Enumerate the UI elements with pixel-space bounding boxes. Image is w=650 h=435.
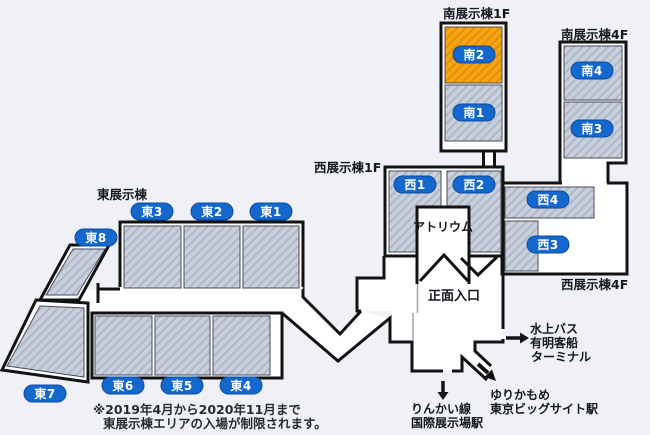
plaza-interior-partitions bbox=[412, 284, 419, 341]
svg-text:南3: 南3 bbox=[581, 121, 602, 136]
svg-text:東3: 東3 bbox=[141, 204, 162, 219]
svg-text:南2: 南2 bbox=[463, 47, 484, 62]
waterbus-label-line3: ターミナル bbox=[531, 350, 591, 364]
entrance-notch-chevron bbox=[459, 255, 499, 278]
section-title-south-4f: 南展示棟4F bbox=[561, 27, 628, 42]
section-title-west-1f: 西展示棟1F bbox=[314, 160, 381, 175]
svg-text:西1: 西1 bbox=[404, 178, 425, 192]
section-title-west-4f: 西展示棟4F bbox=[561, 277, 628, 292]
svg-text:東1: 東1 bbox=[260, 204, 281, 219]
corridor-east-to-plaza-left bbox=[282, 297, 340, 361]
yurikamome-label-line2: 東京ビッグサイト駅 bbox=[490, 401, 599, 416]
rinkai-label-line2: 国際展示場駅 bbox=[411, 415, 484, 430]
plaza-southeast-wall bbox=[452, 353, 489, 382]
east-galleria bbox=[98, 287, 303, 313]
main-entrance-label: 正面入口 bbox=[428, 289, 480, 304]
plaza-west-wall bbox=[355, 256, 386, 313]
svg-text:東2: 東2 bbox=[201, 204, 222, 219]
waterbus-label-line2: 有明客船 bbox=[530, 335, 578, 350]
entrance-plaza-south-lobe bbox=[412, 342, 462, 371]
hall-badge-east7[interactable]: 東7 bbox=[23, 384, 67, 403]
hall-east4-block[interactable] bbox=[212, 315, 271, 376]
hall-badge-east5[interactable]: 東5 bbox=[160, 376, 204, 395]
svg-text:南4: 南4 bbox=[581, 63, 602, 78]
entrance-canopy-triangle bbox=[418, 252, 470, 283]
entrance-plaza-southeast bbox=[462, 342, 475, 357]
yurikamome-arrow-icon bbox=[476, 362, 496, 381]
hall-badge-east2[interactable]: 東2 bbox=[190, 202, 234, 221]
hall-badge-west3[interactable]: 西3 bbox=[526, 235, 570, 254]
svg-text:東7: 東7 bbox=[34, 386, 55, 401]
entrance-plaza-west-lobe bbox=[357, 278, 384, 311]
entrance-plaza-lower bbox=[390, 311, 503, 342]
svg-text:東8: 東8 bbox=[85, 230, 106, 245]
plaza-east-wall bbox=[473, 256, 505, 368]
hall-badge-south2[interactable]: 南2 bbox=[452, 45, 496, 64]
rinkai-label-line1: りんかい線 bbox=[411, 401, 471, 416]
galleria-west-end bbox=[96, 283, 120, 303]
waterbus-arrow-icon bbox=[506, 332, 529, 344]
hall-east5-block[interactable] bbox=[154, 315, 211, 376]
svg-text:西2: 西2 bbox=[463, 178, 484, 192]
hall-east1-block[interactable] bbox=[242, 225, 300, 289]
atrium-walls bbox=[415, 205, 471, 284]
svg-text:南1: 南1 bbox=[463, 105, 484, 120]
svg-text:西3: 西3 bbox=[537, 238, 558, 252]
svg-text:東5: 東5 bbox=[171, 378, 192, 393]
corridor-south-walls bbox=[482, 151, 496, 167]
hall-badge-south1[interactable]: 南1 bbox=[452, 103, 496, 122]
corridor-yurikamome bbox=[462, 351, 491, 380]
hall-badge-east4[interactable]: 東4 bbox=[219, 376, 263, 395]
section-title-south-1f: 南展示棟1F bbox=[443, 6, 510, 21]
hall-east2-block[interactable] bbox=[183, 225, 241, 289]
svg-text:東6: 東6 bbox=[112, 378, 133, 393]
hall-badge-east1[interactable]: 東1 bbox=[249, 202, 293, 221]
hall-badge-west2[interactable]: 西2 bbox=[452, 175, 496, 194]
plaza-corridor-inner-wall bbox=[301, 289, 363, 337]
building-west-1f-outline bbox=[383, 165, 505, 258]
hall-east3-block[interactable] bbox=[123, 225, 182, 289]
building-south-4f-outline bbox=[558, 40, 628, 183]
building-west-4f-outline bbox=[500, 181, 629, 276]
atrium-label: アトリウム bbox=[413, 220, 473, 234]
hall-badge-south3[interactable]: 南3 bbox=[570, 119, 614, 138]
svg-text:東4: 東4 bbox=[230, 378, 251, 393]
hall-east6-block[interactable] bbox=[94, 315, 153, 376]
hall-badge-west1[interactable]: 西1 bbox=[393, 175, 437, 194]
waterbus-label-line1: 水上バス bbox=[530, 321, 578, 336]
section-title-east: 東展示棟 bbox=[97, 187, 148, 202]
hall-badge-east8[interactable]: 東8 bbox=[74, 228, 118, 247]
svg-text:西4: 西4 bbox=[537, 193, 558, 207]
hall-east8-block[interactable] bbox=[45, 248, 106, 296]
hall-badge-east3[interactable]: 東3 bbox=[130, 202, 174, 221]
hall-badge-east6[interactable]: 東6 bbox=[101, 376, 145, 395]
notice-line-1: ※2019年4月から2020年11月まで bbox=[93, 402, 301, 417]
yurikamome-label-line1: ゆりかもめ bbox=[490, 388, 550, 402]
rinkai-arrow-icon bbox=[437, 381, 449, 400]
hall-badge-south4[interactable]: 南4 bbox=[570, 61, 614, 80]
notice-line-2: 東展示棟エリアの入場が制限されます。 bbox=[103, 416, 327, 431]
plaza-south-wall bbox=[281, 311, 443, 373]
hall-east7-block[interactable] bbox=[6, 305, 85, 378]
hall-badge-west4[interactable]: 西4 bbox=[526, 190, 570, 209]
